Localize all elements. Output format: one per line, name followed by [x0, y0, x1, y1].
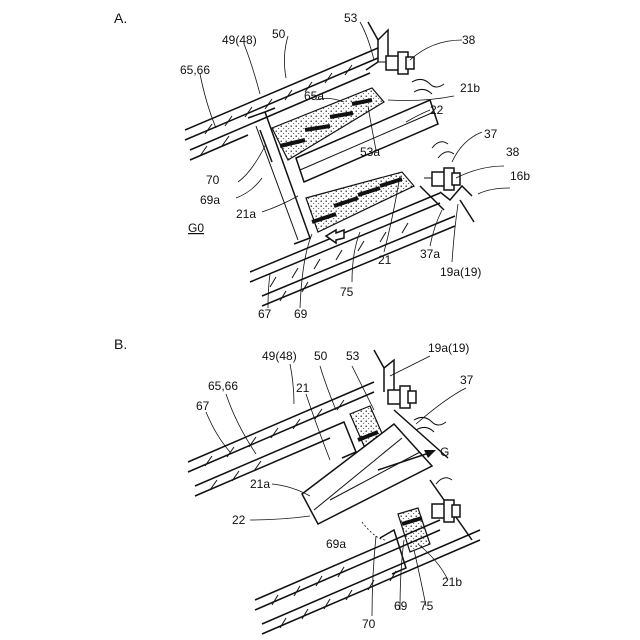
panel-a-title: A.: [114, 10, 127, 26]
panel-b-title: B.: [114, 336, 127, 352]
label-65-66-a: 65,66: [180, 63, 210, 77]
label-16b-a: 16b: [510, 169, 530, 183]
bolt-38-top-b: [388, 386, 416, 408]
label-21b-b: 21b: [442, 575, 462, 589]
label-53-a: 53: [344, 11, 358, 25]
label-19a-19-a: 19a(19): [440, 265, 481, 279]
bolt-38-top-a: [378, 52, 414, 74]
label-38-top-a: 38: [462, 33, 476, 47]
label-75-a: 75: [340, 285, 354, 299]
label-49-48-b: 49(48): [262, 349, 297, 363]
label-69-b: 69: [394, 599, 408, 613]
flow-arrow-a: [326, 230, 344, 243]
label-g-b: G: [440, 445, 449, 459]
label-38-mid-a: 38: [506, 145, 520, 159]
label-50-a: 50: [272, 27, 286, 41]
label-37-a: 37: [484, 127, 498, 141]
label-22-a: 22: [430, 103, 444, 117]
label-37a-a: 37a: [420, 247, 440, 261]
label-21b-a: 21b: [460, 81, 480, 95]
label-19a-19-b: 19a(19): [428, 341, 469, 355]
panel-a: A.: [114, 10, 530, 321]
label-65a-a: 65a: [304, 89, 324, 103]
label-49-48-a: 49(48): [222, 33, 257, 47]
label-53-b: 53: [346, 349, 360, 363]
label-21-b: 21: [296, 381, 310, 395]
lower-seal-a: [306, 172, 414, 232]
label-21a-a: 21a: [236, 207, 256, 221]
panel-b: B.: [114, 336, 480, 634]
label-g0-a: G0: [188, 221, 204, 235]
bolt-38-mid-a: [424, 168, 460, 190]
label-75-b: 75: [420, 599, 434, 613]
label-50-b: 50: [314, 349, 328, 363]
label-65-66-b: 65,66: [208, 379, 238, 393]
label-21a-b: 21a: [250, 477, 270, 491]
bolt-38-low-b: [432, 500, 460, 522]
label-70-b: 70: [362, 617, 376, 631]
label-67-b: 67: [196, 399, 210, 413]
label-69a-b: 69a: [326, 537, 346, 551]
label-22-b: 22: [232, 513, 246, 527]
label-37-b: 37: [460, 373, 474, 387]
label-53a-a: 53a: [360, 145, 380, 159]
label-69-a: 69: [294, 307, 308, 321]
label-70-a: 70: [206, 173, 220, 187]
label-21-a: 21: [378, 253, 392, 267]
label-67-a: 67: [258, 307, 272, 321]
label-69a-a: 69a: [200, 193, 220, 207]
